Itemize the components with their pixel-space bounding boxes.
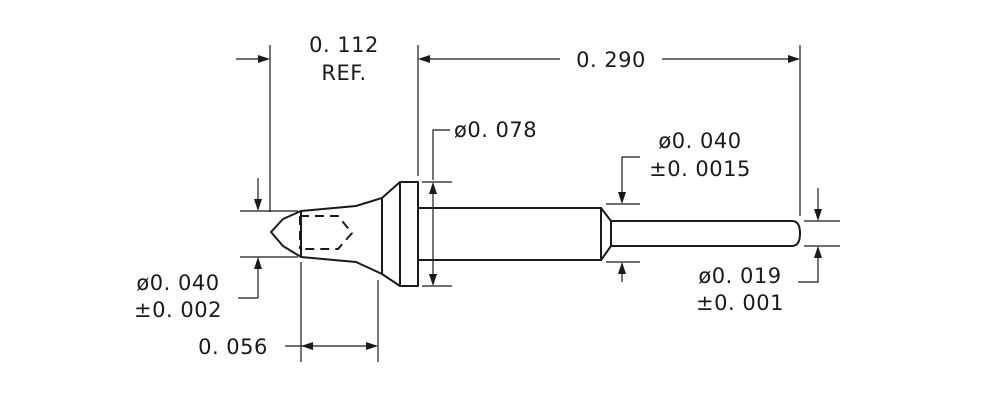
arrowheads [254, 55, 822, 350]
ref-length-note: REF. [321, 61, 366, 85]
pin-chamfer [600, 207, 612, 261]
pin-diameter-tolerance: ±0. 001 [696, 291, 784, 315]
cone-length-value: 0. 056 [198, 335, 268, 359]
flange [381, 181, 419, 287]
extension-lines [240, 45, 840, 362]
ref-length-value: 0. 112 [309, 33, 379, 57]
shank-diameter-tolerance: ±0. 0015 [649, 157, 751, 181]
pin [610, 220, 801, 247]
shank-diameter-value: ø0. 040 [658, 129, 741, 153]
overall-length-value: 0. 290 [576, 48, 646, 72]
tip-diameter-value: ø0. 040 [136, 271, 219, 295]
hidden-bore [299, 215, 354, 250]
pin-diameter-value: ø0. 019 [698, 264, 781, 288]
tip-diameter-tolerance: ±0. 002 [134, 298, 222, 322]
dimension-lines [236, 58, 819, 347]
tip-cone [270, 210, 302, 258]
body-taper [300, 197, 383, 275]
dimension-labels: 0. 112 REF. 0. 290 ø0. 078 ø0. 040 ±0. 0… [134, 33, 784, 359]
flange-diameter-value: ø0. 078 [454, 118, 537, 142]
pin-part [270, 181, 801, 287]
shank [417, 207, 602, 261]
